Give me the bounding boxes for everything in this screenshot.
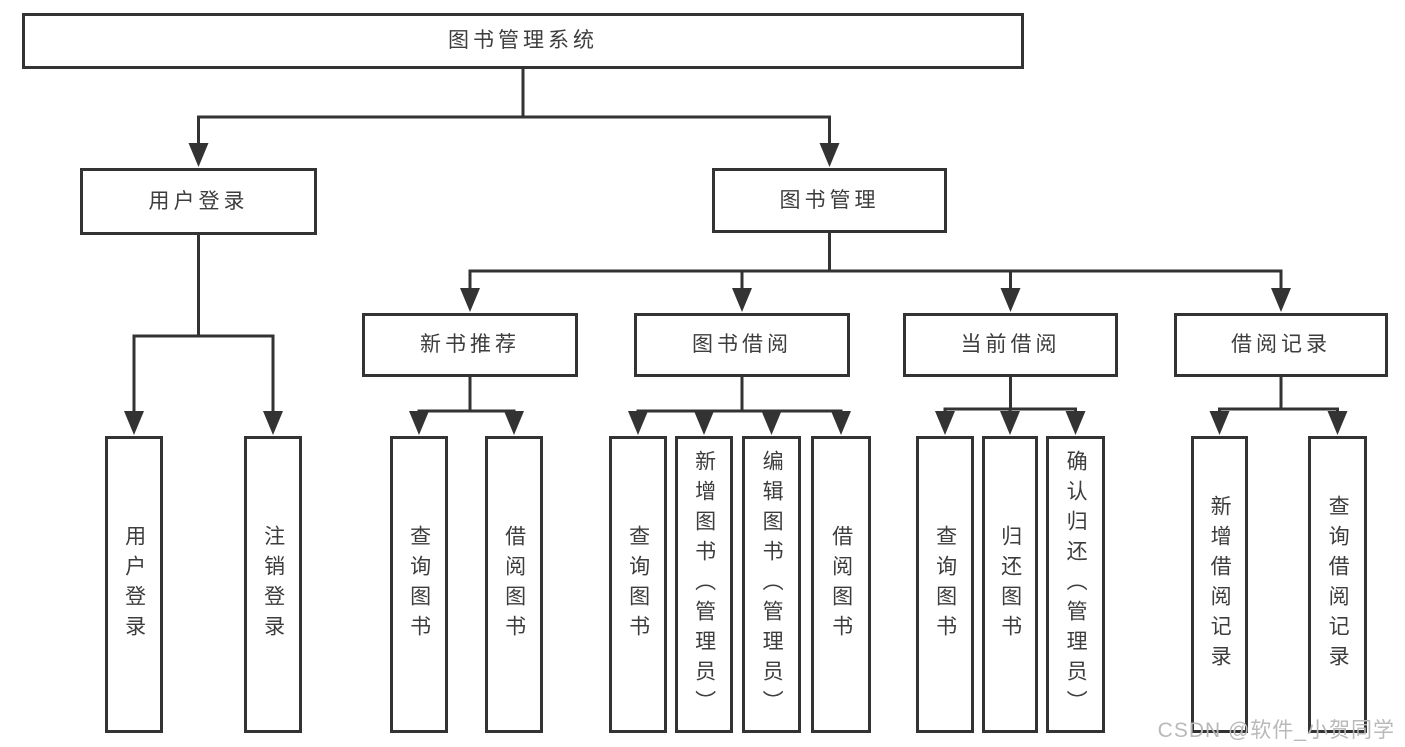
- arrowhead-icon: [1327, 411, 1348, 435]
- node-leaf-bb-edit: 编辑图书（管理员）: [742, 436, 801, 733]
- node-leaf-cb-return: 归还图书: [982, 436, 1038, 733]
- node-leaf-br-add: 新增借阅记录: [1191, 436, 1248, 733]
- node-leaf-cb-confirm: 确认归还（管理员）: [1046, 436, 1105, 733]
- node-leaf-nb-borrow: 借阅图书: [485, 436, 543, 733]
- node-label: 注销登录: [261, 524, 285, 645]
- arrowhead-icon: [1000, 288, 1021, 312]
- node-label: 用户登录: [148, 189, 249, 213]
- node-leaf-nb-query: 查询图书: [390, 436, 448, 733]
- node-leaf-cb-query: 查询图书: [916, 436, 974, 733]
- node-borrow-record: 借阅记录: [1174, 313, 1388, 377]
- arrowhead-icon: [460, 288, 480, 312]
- node-label: 查询图书: [626, 524, 650, 645]
- node-label: 图书管理系统: [448, 29, 598, 53]
- node-leaf-bb-borrow: 借阅图书: [811, 436, 871, 733]
- node-book-borrow: 图书借阅: [634, 313, 850, 377]
- arrowhead-icon: [935, 411, 955, 435]
- node-current-borrow: 当前借阅: [903, 313, 1118, 377]
- node-label: 图书管理: [779, 188, 880, 212]
- node-leaf-user-login: 用户登录: [105, 436, 163, 733]
- node-label: 借阅图书: [829, 524, 853, 645]
- node-label: 查询图书: [933, 524, 957, 645]
- node-label: 编辑图书（管理员）: [760, 449, 784, 720]
- arrowhead-icon: [124, 411, 144, 435]
- arrowhead-icon: [1065, 411, 1086, 435]
- node-label: 借阅记录: [1231, 333, 1331, 357]
- arrowhead-icon: [819, 143, 840, 167]
- node-new-book: 新书推荐: [362, 313, 578, 377]
- node-leaf-bb-add: 新增图书（管理员）: [675, 436, 733, 733]
- arrowhead-icon: [732, 288, 752, 312]
- node-user-login: 用户登录: [80, 168, 317, 235]
- node-leaf-logout: 注销登录: [244, 436, 302, 733]
- arrowhead-icon: [628, 411, 648, 435]
- arrowhead-icon: [831, 411, 851, 435]
- arrowhead-icon: [1209, 411, 1230, 435]
- node-label: 新书推荐: [420, 333, 520, 357]
- node-label: 当前借阅: [960, 333, 1061, 357]
- node-label: 图书借阅: [692, 333, 792, 357]
- node-leaf-br-query: 查询借阅记录: [1308, 436, 1367, 733]
- node-label: 借阅图书: [502, 524, 526, 645]
- arrowhead-icon: [1000, 411, 1020, 435]
- node-label: 新增图书（管理员）: [692, 449, 716, 720]
- arrowhead-icon: [263, 411, 283, 435]
- node-label: 新增借阅记录: [1208, 494, 1232, 675]
- node-label: 用户登录: [122, 524, 146, 645]
- node-root: 图书管理系统: [22, 13, 1024, 69]
- arrowhead-icon: [504, 411, 524, 435]
- node-label: 确认归还（管理员）: [1064, 449, 1088, 720]
- arrowhead-icon: [761, 411, 782, 435]
- node-label: 归还图书: [998, 524, 1022, 645]
- node-label: 查询借阅记录: [1326, 494, 1350, 675]
- node-label: 查询图书: [407, 524, 431, 645]
- node-leaf-bb-query: 查询图书: [609, 436, 667, 733]
- arrowhead-icon: [188, 143, 209, 167]
- node-book-mgmt: 图书管理: [712, 168, 947, 233]
- arrowhead-icon: [694, 411, 714, 435]
- arrowhead-icon: [1271, 288, 1291, 312]
- arrowhead-icon: [409, 411, 429, 435]
